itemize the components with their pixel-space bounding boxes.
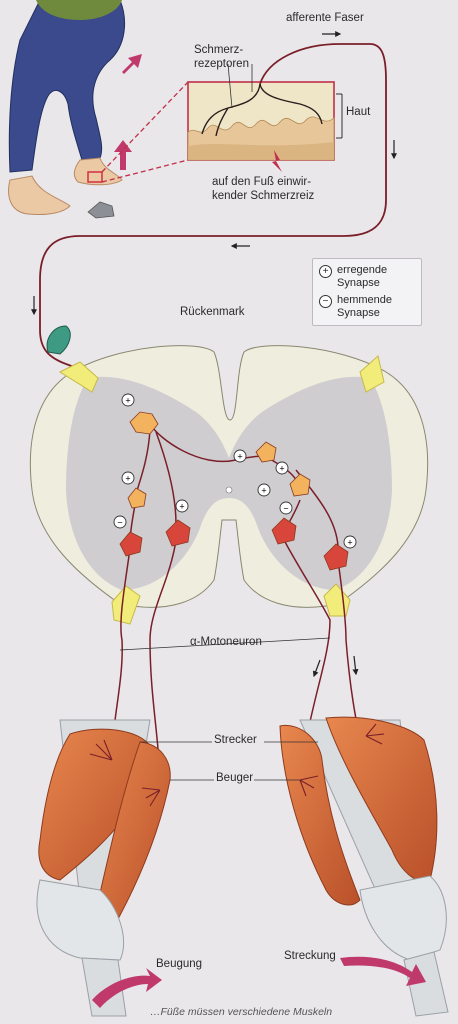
left-extensor-muscle: [38, 728, 151, 881]
legend-excitatory-line2: Synapse: [337, 277, 380, 289]
nerve-endings: [201, 83, 323, 137]
svg-text:−: −: [283, 504, 288, 514]
legend-excitatory-line1: erregende: [337, 264, 388, 276]
stimulus-label-line1: auf den Fuß einwir-: [212, 176, 312, 188]
left-leg-muscles: [36, 719, 171, 1017]
spinal-cord: [29, 345, 429, 625]
left-nerve-endings: [89, 739, 161, 807]
shirt: [36, 0, 122, 20]
neurons: [119, 411, 349, 571]
inhibitory-interneuron-right: [271, 517, 297, 545]
lift-arrow-up: [114, 140, 132, 170]
right-nerve-endings: [299, 723, 385, 797]
plus-icon: +: [319, 265, 332, 278]
motoneuron-right: [323, 543, 349, 571]
central-canal: [225, 486, 233, 494]
svg-text:+: +: [125, 474, 130, 484]
lift-arrow-diag: [122, 54, 142, 74]
stimulus-label-line2: kender Schmerzreiz: [212, 190, 315, 202]
right-flexor-muscle: [279, 724, 361, 906]
motoneuron-extensor-left: [165, 519, 191, 547]
legend-excitatory: + erregende Synapse: [319, 264, 419, 293]
spinal-cord-label: Rückenmark: [180, 306, 245, 318]
stimulus-spot: [87, 171, 103, 183]
extensor-label: Strecker: [214, 734, 257, 746]
skin-section: [187, 81, 335, 161]
interneuron-2: [127, 487, 147, 509]
dorsal-root-ganglion-left: [58, 361, 99, 393]
left-shin: [81, 957, 127, 1017]
back-foot: [8, 175, 71, 215]
dorsal-root-ganglion-right: [359, 355, 385, 393]
svg-text:+: +: [279, 464, 284, 474]
extension-label: Streckung: [284, 950, 336, 962]
svg-text:+: +: [261, 486, 266, 496]
trousers: [8, 0, 126, 173]
sensory-neuron-soma: [46, 325, 71, 355]
synapse-markers: + + + − + + + − +: [113, 393, 357, 549]
stone: [87, 201, 115, 219]
afferent-fiber: [39, 43, 387, 421]
interneuron-4: [289, 473, 311, 497]
svg-text:+: +: [347, 538, 352, 548]
flexion-label: Beugung: [156, 958, 203, 970]
motoneuron-flexor-left: [119, 531, 143, 557]
interneuron-1: [129, 411, 159, 435]
legend-inhibitory: − hemmende Synapse: [319, 294, 419, 323]
synapse-legend: + erregende Synapse − hemmende Synapse: [312, 258, 422, 326]
receptors-label-line2: rezeptoren: [194, 58, 249, 70]
afferent-fiber-label: afferente Faser: [286, 12, 364, 24]
zoom-lines: [101, 81, 189, 183]
interneuron-3: [255, 441, 277, 463]
muscle-pointers: [140, 741, 318, 781]
flexion-arrow: [92, 968, 162, 1008]
svg-text:+: +: [179, 502, 184, 512]
skin-label: Haut: [346, 106, 371, 118]
right-knee: [359, 875, 447, 961]
flexor-label: Beuger: [216, 772, 254, 784]
svg-text:+: +: [125, 396, 130, 406]
motoneuron-label: α-Motoneuron: [190, 636, 262, 648]
right-leg-muscles: [279, 716, 449, 1017]
extension-arrow: [340, 956, 426, 986]
figure-caption: …Füße müssen verschiedene Muskeln: [150, 1006, 333, 1018]
svg-text:−: −: [117, 518, 122, 528]
legend-inhibitory-line2: Synapse: [337, 307, 380, 319]
receptors-label-line1: Schmerz-: [194, 44, 244, 56]
motoneuron-pointer: [119, 637, 331, 651]
minus-icon: −: [319, 295, 332, 308]
legend-inhibitory-line1: hemmende: [337, 294, 393, 306]
person-leg-figure: [8, 0, 142, 219]
svg-text:+: +: [237, 452, 242, 462]
